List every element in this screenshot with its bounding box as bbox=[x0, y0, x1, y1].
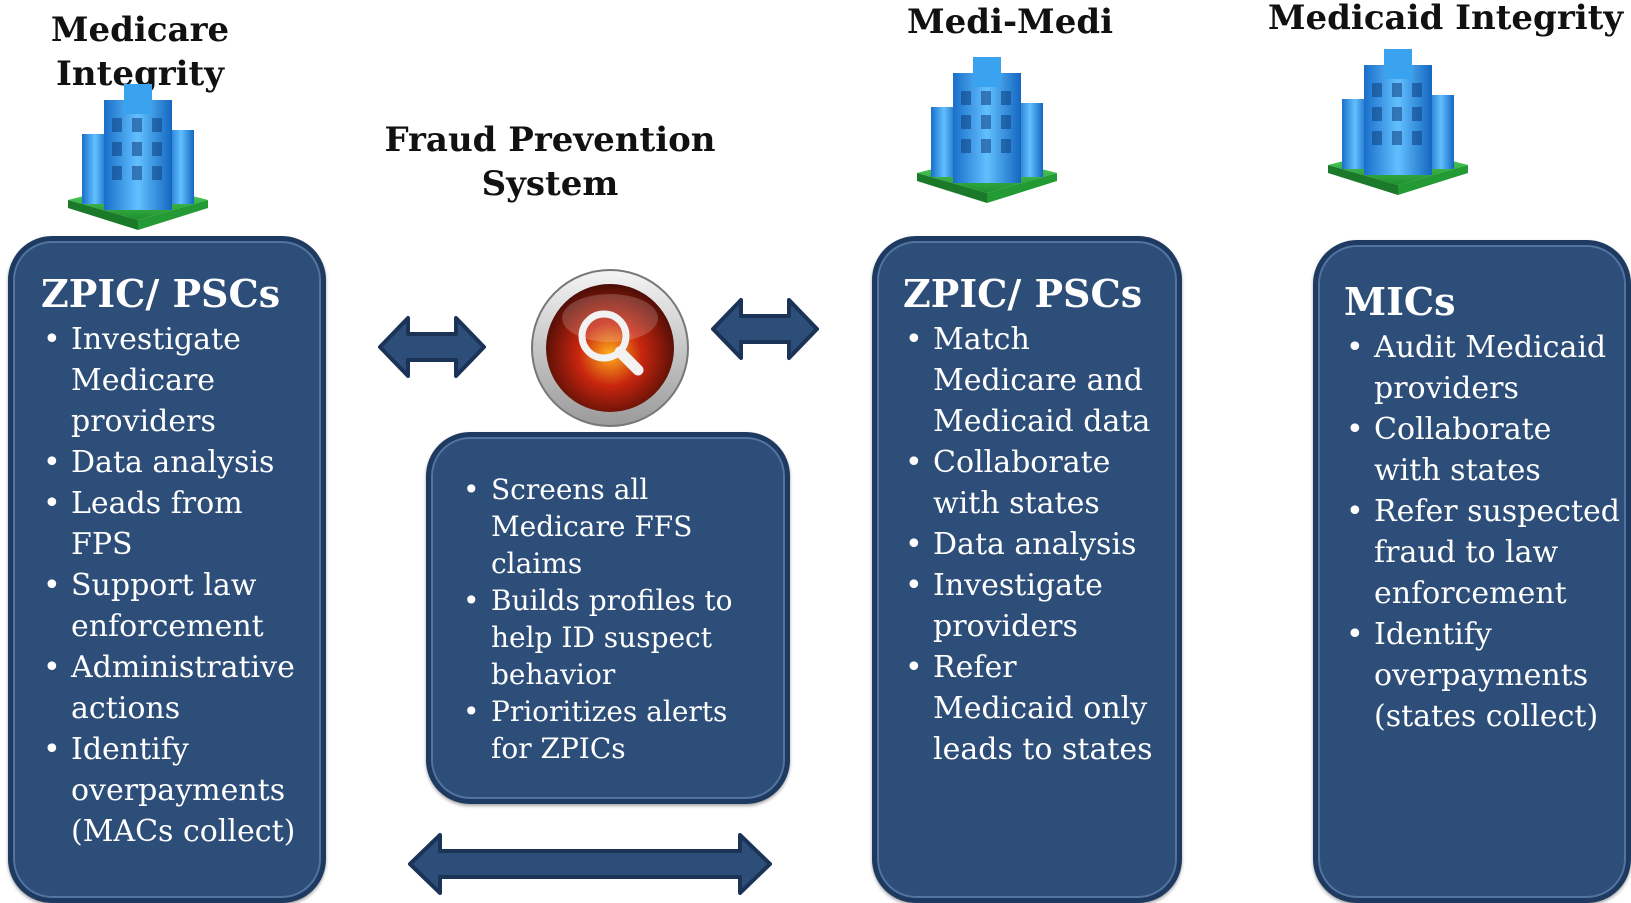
list-item: Investigate Medicare providers bbox=[41, 319, 311, 442]
panel-title: ZPIC/ PSCs bbox=[903, 271, 1143, 316]
list-item: Refer suspected fraud to law enforcement bbox=[1344, 491, 1620, 614]
medicaid-mics-panel: MICs Audit Medicaid providers Collaborat… bbox=[1313, 240, 1631, 903]
list-item: Data analysis bbox=[903, 524, 1169, 565]
list-item: Builds profiles to help ID suspect behav… bbox=[461, 582, 775, 693]
list-item: Prioritizes alerts for ZPICs bbox=[461, 693, 775, 767]
medi-medi-heading: Medi-Medi bbox=[906, 2, 1114, 42]
bullet-list: Match Medicare and Medicaid data Collabo… bbox=[903, 319, 1169, 770]
building-icon bbox=[68, 84, 208, 230]
list-item: Screens all Medicare FFS claims bbox=[461, 471, 775, 582]
list-item: Audit Medicaid providers bbox=[1344, 327, 1620, 409]
double-arrow-icon bbox=[711, 298, 819, 360]
list-item: Leads from FPS bbox=[41, 483, 311, 565]
list-item: Identify overpayments (states collect) bbox=[1344, 614, 1620, 737]
list-item: Support law enforcement bbox=[41, 565, 311, 647]
building-icon bbox=[1328, 49, 1468, 195]
list-item: Match Medicare and Medicaid data bbox=[903, 319, 1169, 442]
list-item: Data analysis bbox=[41, 442, 311, 483]
list-item: Administrative actions bbox=[41, 647, 311, 729]
fraud-prevention-system-heading: Fraud Prevention System bbox=[384, 120, 716, 204]
list-item: Collaborate with states bbox=[1344, 409, 1620, 491]
list-item: Refer Medicaid only leads to states bbox=[903, 647, 1169, 770]
list-item: Identify overpayments (MACs collect) bbox=[41, 729, 311, 852]
bullet-list: Audit Medicaid providers Collaborate wit… bbox=[1344, 327, 1620, 737]
medicare-zpic-panel: ZPIC/ PSCs Investigate Medicare provider… bbox=[8, 236, 326, 903]
bullet-list: Investigate Medicare providers Data anal… bbox=[41, 319, 311, 852]
panel-title: ZPIC/ PSCs bbox=[41, 271, 281, 316]
double-arrow-icon bbox=[378, 316, 486, 378]
list-item: Investigate providers bbox=[903, 565, 1169, 647]
double-arrow-icon bbox=[408, 833, 772, 895]
medicare-integrity-heading: Medicare Integrity bbox=[50, 10, 230, 94]
magnifier-icon bbox=[531, 269, 689, 427]
medicaid-integrity-heading: Medicaid Integrity bbox=[1267, 0, 1624, 38]
bullet-list: Screens all Medicare FFS claims Builds p… bbox=[461, 471, 775, 767]
list-item: Collaborate with states bbox=[903, 442, 1169, 524]
fraud-prevention-system-panel: Screens all Medicare FFS claims Builds p… bbox=[426, 432, 790, 804]
building-icon bbox=[917, 57, 1057, 203]
panel-title: MICs bbox=[1344, 279, 1456, 324]
medi-medi-zpic-panel: ZPIC/ PSCs Match Medicare and Medicaid d… bbox=[872, 236, 1182, 903]
